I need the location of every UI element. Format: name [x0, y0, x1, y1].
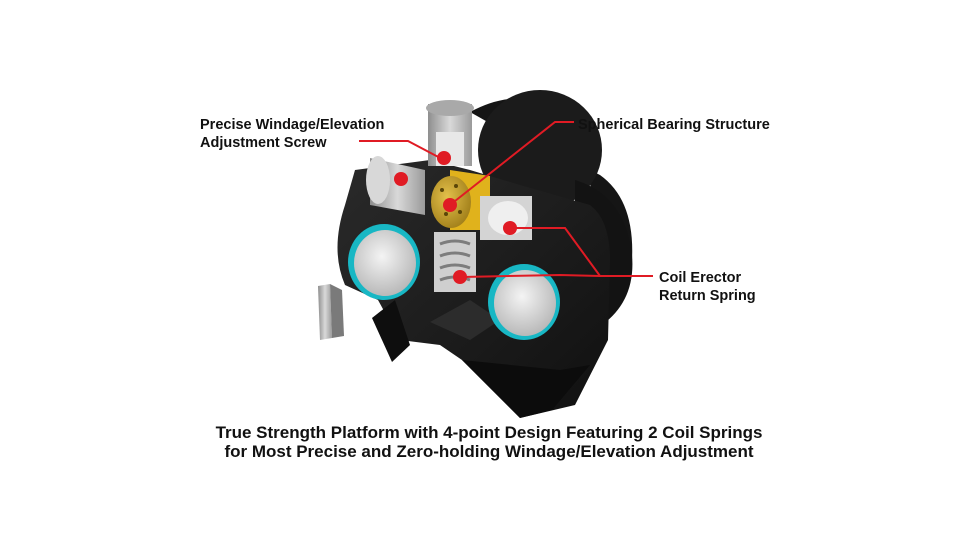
- coil-callout-line-lower: [461, 273, 653, 278]
- bearing-callout-line: [449, 121, 574, 206]
- coil-spring: [434, 232, 476, 292]
- right-spring-housing: [480, 196, 532, 240]
- callout-label-coil-spring: Coil Erector Return Spring: [659, 269, 756, 305]
- callout-windage-line1: Precise Windage/Elevation: [200, 117, 385, 133]
- left-lens: [348, 224, 420, 300]
- callout-lines: [359, 121, 653, 278]
- caption-line1: True Strength Platform with 4-point Desi…: [215, 423, 763, 442]
- right-lens: [488, 264, 560, 340]
- callout-bearing-line1: Spherical Bearing Structure: [578, 117, 770, 133]
- marker-spring-lower: [453, 270, 467, 284]
- callout-windage-line2: Adjustment Screw: [200, 135, 327, 151]
- caption-line2: for Most Precise and Zero-holding Windag…: [224, 442, 754, 461]
- caption: True Strength Platform with 4-point Desi…: [0, 423, 978, 461]
- windage-screw: [366, 156, 425, 215]
- marker-screw-top: [437, 151, 451, 165]
- callout-markers: [394, 151, 517, 284]
- windage-callout-line: [359, 140, 445, 161]
- marker-screw-left: [394, 172, 408, 186]
- callout-coil-line2: Return Spring: [659, 288, 756, 304]
- marker-bearing: [443, 198, 457, 212]
- callout-label-windage-screw: Precise Windage/Elevation Adjustment Scr…: [200, 116, 384, 152]
- mounting-clip: [318, 284, 344, 340]
- callout-coil-line1: Coil Erector: [659, 270, 742, 286]
- marker-spring-right: [503, 221, 517, 235]
- callout-label-spherical-bearing: Spherical Bearing Structure: [578, 116, 770, 134]
